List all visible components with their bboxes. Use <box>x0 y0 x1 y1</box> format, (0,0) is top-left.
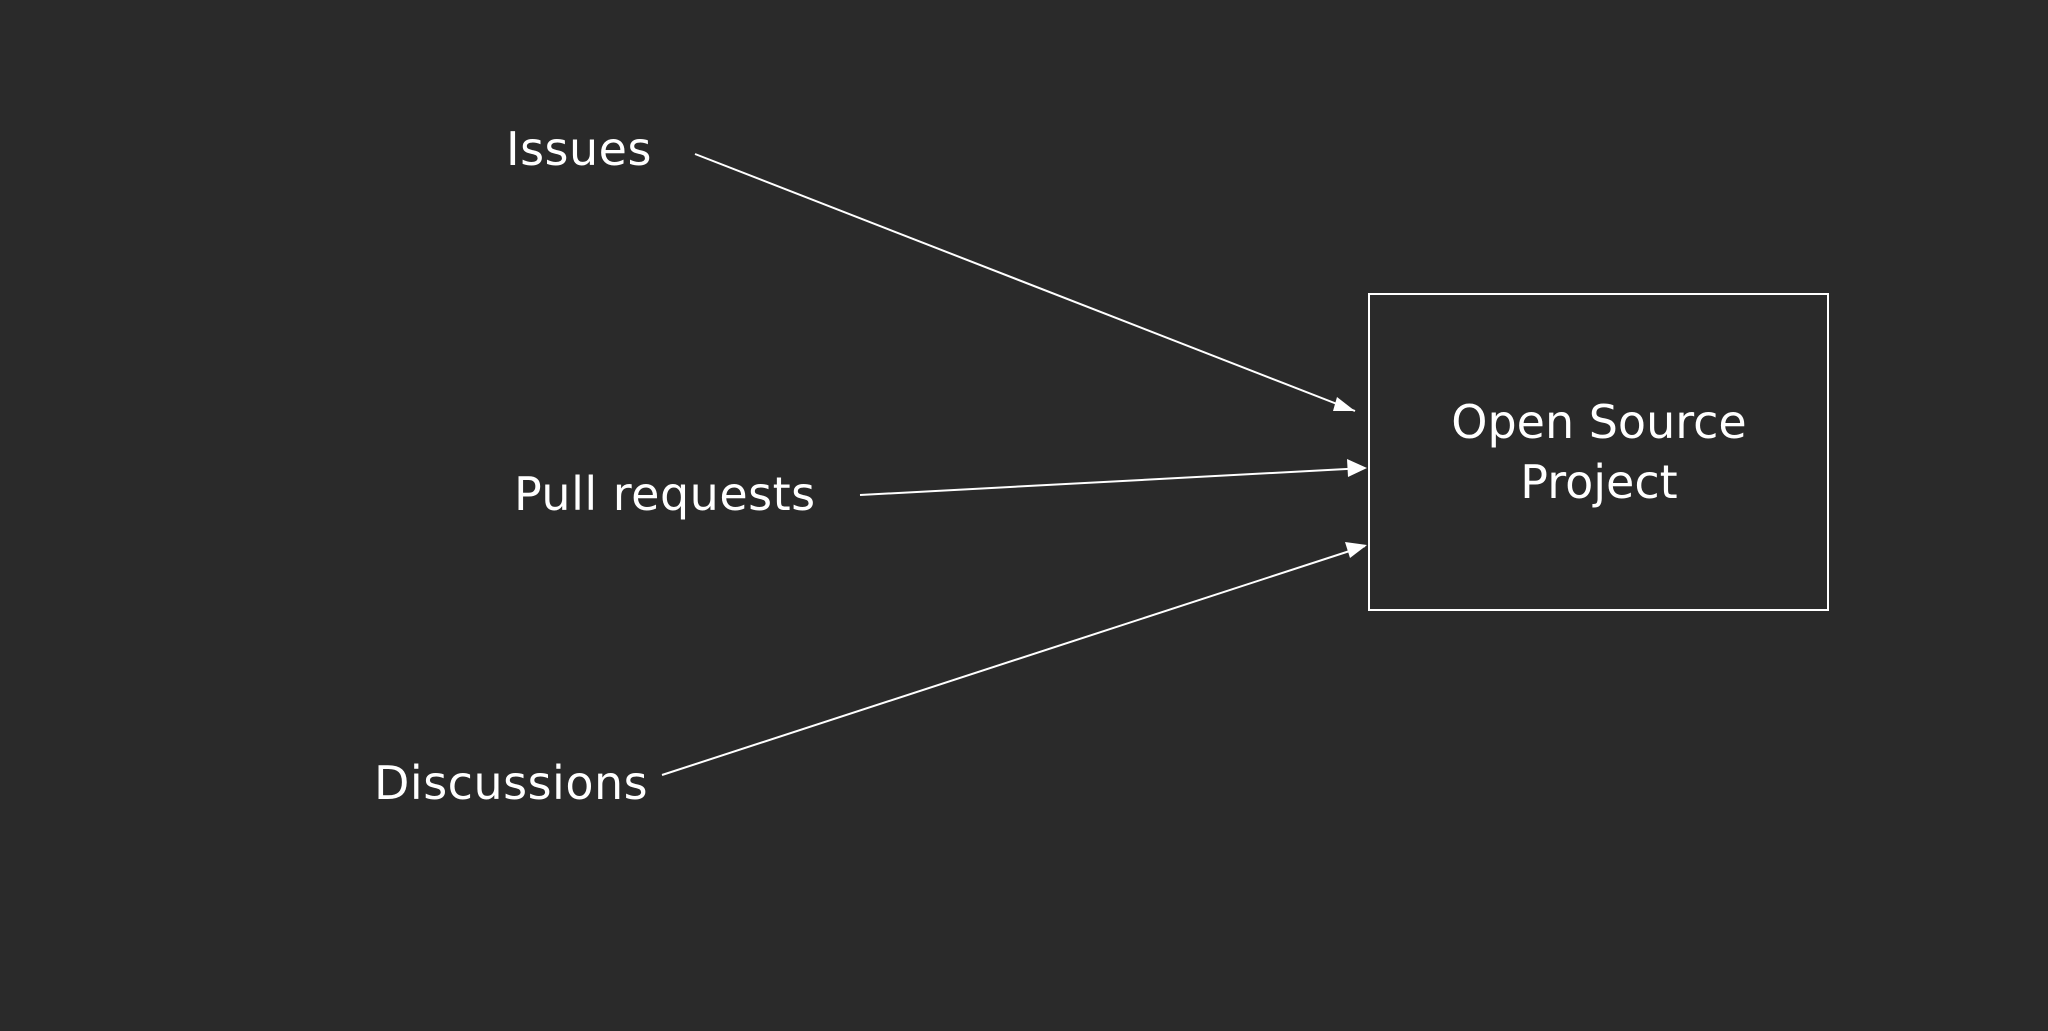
pull-requests-label: Pull requests <box>514 467 816 521</box>
issues-label: Issues <box>506 122 652 176</box>
discussions-label: Discussions <box>374 756 649 810</box>
arrow-issues-to-project <box>694 153 1356 412</box>
arrow-discussions-to-project <box>661 545 1366 776</box>
arrowhead-discussions <box>1345 542 1367 558</box>
arrowhead-issues <box>1333 397 1355 411</box>
arrow-pull-requests-to-project <box>859 467 1366 496</box>
project-label-line1: Open Source <box>1451 395 1747 449</box>
project-box <box>1368 293 1829 611</box>
arrowhead-pull-requests <box>1347 459 1367 477</box>
project-label-line2: Project <box>1520 455 1678 509</box>
project-box-label: Open Source Project <box>1369 294 1829 610</box>
